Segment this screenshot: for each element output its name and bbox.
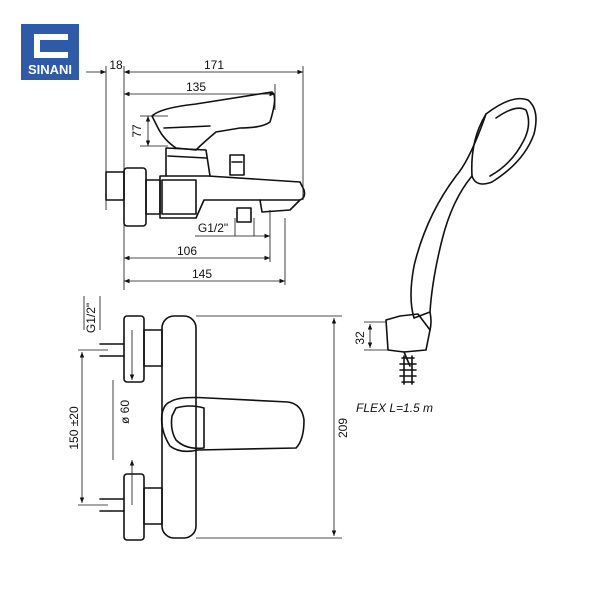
dim-thread-side: G1/2" (198, 221, 228, 235)
dim-77: 77 (130, 124, 144, 138)
hose-length-note: FLEX L=1.5 m (356, 401, 433, 415)
dim-thread-front: G1/2" (84, 303, 98, 333)
dim-171: 171 (204, 58, 224, 72)
hand-shower: 32 (353, 97, 537, 385)
dim-209: 209 (336, 418, 350, 438)
dim-32: 32 (353, 331, 367, 345)
brand-name: SINANI (28, 62, 72, 77)
brand-logo: SINANI (21, 24, 79, 80)
dim-diameter: ø 60 (118, 400, 132, 424)
front-view: G1/2" ø 60 150 ±20 209 (67, 296, 350, 541)
dim-106: 106 (177, 244, 197, 258)
side-view: 18 171 135 77 G1/2" 106 145 (86, 58, 306, 290)
dim-145: 145 (192, 267, 212, 281)
dim-spacing: 150 ±20 (67, 406, 81, 450)
dim-18: 18 (109, 58, 123, 72)
dim-135: 135 (186, 80, 206, 94)
